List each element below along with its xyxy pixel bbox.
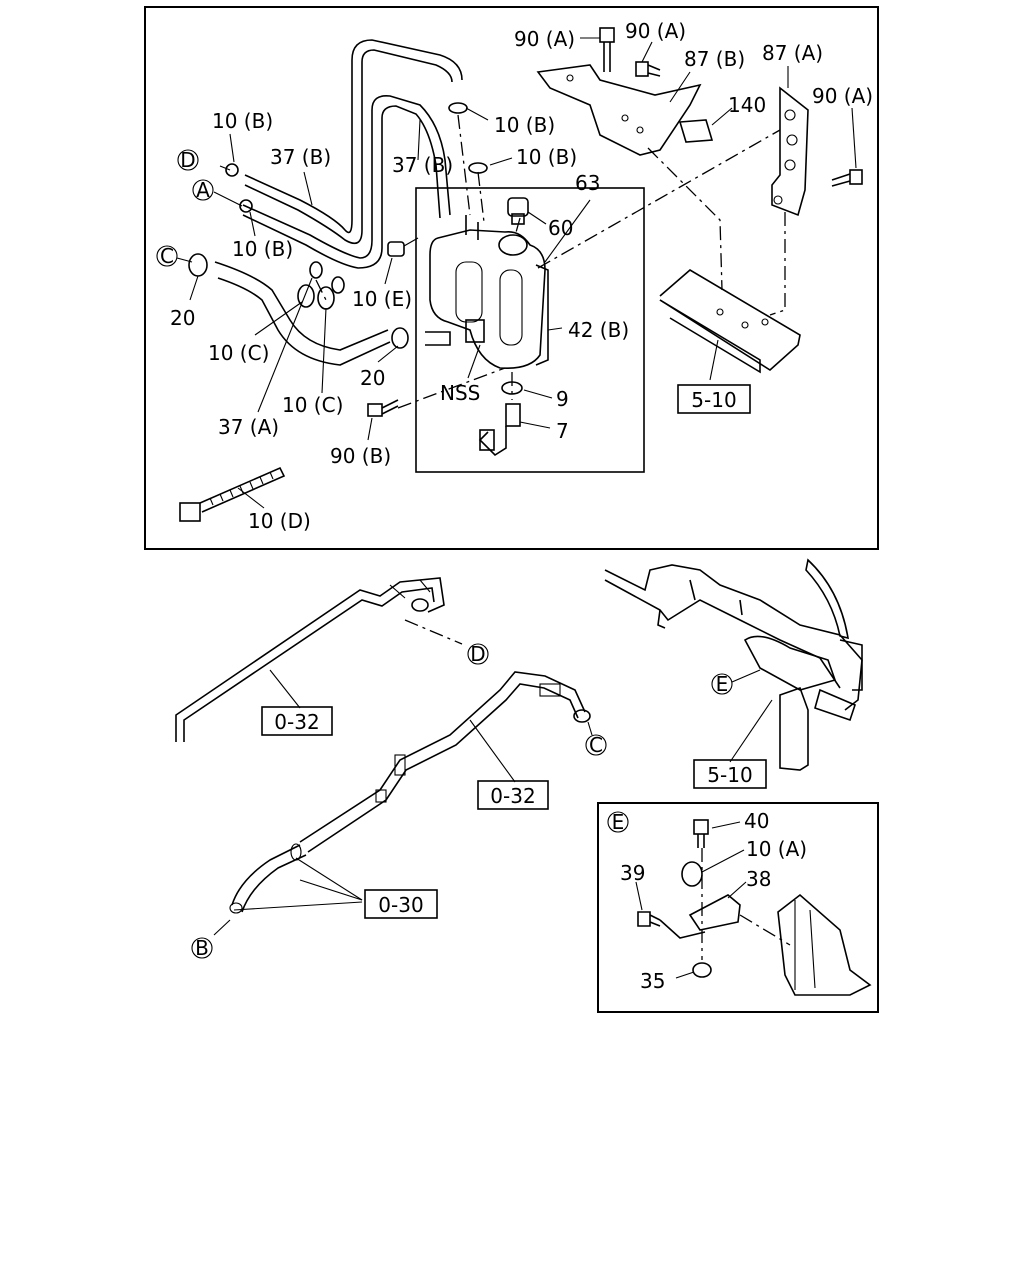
callout-10c-2: 10 (C) — [282, 393, 343, 417]
detail-e-frame — [597, 802, 879, 1013]
detail-e-marker: E — [607, 810, 629, 834]
bolt-90b — [367, 399, 399, 417]
callout-90a-1: 90 (A) — [514, 27, 575, 51]
marker-c-lower-label: C — [589, 733, 603, 757]
marker-c-top: C — [156, 244, 178, 268]
clamps-10c — [297, 261, 345, 310]
marker-b-lower: B — [191, 936, 213, 960]
pipe-032-lower — [229, 671, 591, 914]
callout-39: 39 — [620, 861, 645, 885]
callout-35: 35 — [640, 969, 665, 993]
ref-box-032-a: 0-32 — [261, 706, 333, 736]
callout-60: 60 — [548, 216, 573, 240]
detail-e-leaders — [635, 821, 747, 979]
detail-e-marker-label: E — [612, 810, 625, 834]
sensor-assembly — [478, 381, 523, 457]
callout-90b: 90 (B) — [330, 444, 391, 468]
callout-37a: 37 (A) — [218, 415, 279, 439]
callout-7: 7 — [556, 419, 569, 443]
marker-d-top: D — [177, 148, 199, 172]
callout-10a: 10 (A) — [746, 837, 807, 861]
leaders-lower-right — [729, 669, 773, 763]
frame-assembly-view — [604, 558, 863, 771]
callout-140: 140 — [728, 93, 766, 117]
leaders-top — [176, 37, 857, 509]
callout-42b: 42 (B) — [568, 318, 629, 342]
ref-032-a-label: 0-32 — [274, 710, 319, 734]
callout-10e: 10 (E) — [352, 287, 412, 311]
callout-90a-3: 90 (A) — [812, 84, 873, 108]
marker-b-label: B — [195, 936, 209, 960]
pipe-032-upper — [175, 577, 463, 742]
marker-d-label: D — [180, 148, 195, 172]
callout-37b-1: 37 (B) — [270, 145, 331, 169]
ref-box-510-bottom: 5-10 — [693, 759, 767, 789]
ref-box-032-b: 0-32 — [477, 780, 549, 810]
marker-c-lower: C — [585, 733, 607, 757]
callout-38: 38 — [746, 867, 771, 891]
callout-63: 63 — [575, 171, 600, 195]
ref-box-510-top: 5-10 — [677, 384, 751, 414]
reservoir-subframe — [415, 187, 645, 473]
main-frame — [144, 6, 879, 550]
marker-a-label: A — [196, 178, 210, 202]
leaders-lower-left — [213, 669, 593, 936]
callout-9: 9 — [556, 387, 569, 411]
ref-510-bottom-label: 5-10 — [707, 763, 752, 787]
marker-a-top: A — [192, 178, 214, 202]
callout-10b-2: 10 (B) — [494, 113, 555, 137]
marker-d-lower: D — [467, 642, 489, 666]
callout-10b-1: 10 (B) — [212, 109, 273, 133]
marker-d-lower-label: D — [470, 642, 485, 666]
callout-10b-4: 10 (B) — [232, 237, 293, 261]
detail-e-parts — [637, 819, 872, 996]
callout-87b: 87 (B) — [684, 47, 745, 71]
ref-030-label: 0-30 — [378, 893, 423, 917]
bracket-87b — [536, 64, 702, 156]
callout-20-2: 20 — [360, 366, 385, 390]
connector-10e — [387, 237, 419, 257]
callout-37b-2: 37 (B) — [392, 153, 453, 177]
callout-20-1: 20 — [170, 306, 195, 330]
callout-10c-1: 10 (C) — [208, 341, 269, 365]
callout-40: 40 — [744, 809, 769, 833]
ref-510-top-label: 5-10 — [691, 388, 736, 412]
clip-140 — [678, 119, 714, 143]
ref-box-030: 0-30 — [364, 889, 438, 919]
alignment-lines-top — [315, 114, 786, 409]
reservoir-tank — [425, 215, 549, 370]
callout-90a-2: 90 (A) — [625, 19, 686, 43]
callout-10d: 10 (D) — [248, 509, 311, 533]
callout-87a: 87 (A) — [762, 41, 823, 65]
callout-10b-3: 10 (B) — [516, 145, 577, 169]
marker-e-view-label: E — [716, 672, 729, 696]
frame-rail-top — [659, 269, 801, 374]
cable-tie-10d — [179, 466, 286, 522]
hose-37b — [242, 39, 463, 269]
callout-nss: NSS — [440, 381, 480, 405]
bracket-87a — [771, 86, 809, 217]
marker-c-label: C — [160, 244, 174, 268]
ref-032-b-label: 0-32 — [490, 784, 535, 808]
cap-60 — [507, 197, 529, 225]
marker-e-view: E — [711, 672, 733, 696]
